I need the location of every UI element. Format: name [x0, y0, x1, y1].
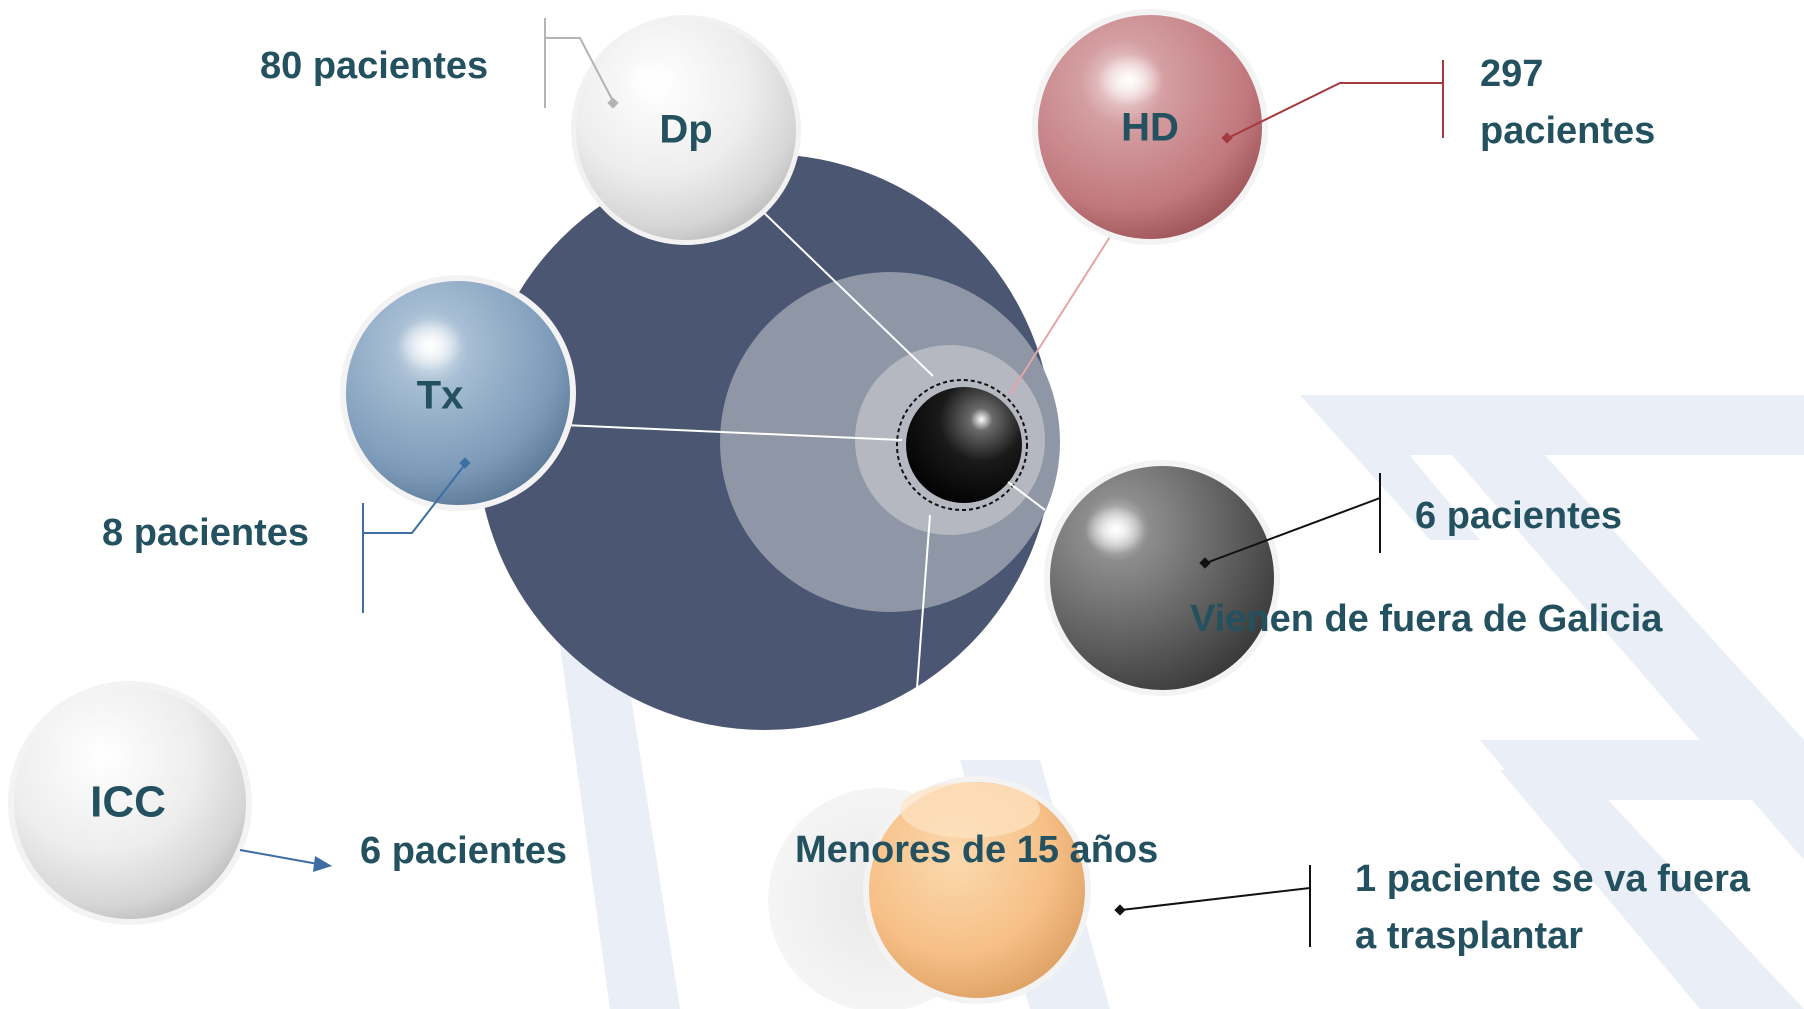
dp-label: Dp	[659, 108, 712, 152]
hd-count-line2: pacientes	[1480, 110, 1655, 152]
hd-callout	[1221, 60, 1444, 144]
gray-sphere	[1044, 460, 1280, 696]
galicia-count-text: 6 pacientes	[1415, 495, 1622, 537]
icc-label: ICC	[90, 778, 166, 827]
orange-sphere	[768, 776, 1091, 1009]
core-black-sphere	[906, 387, 1022, 503]
icc-count-text: 6 pacientes	[360, 830, 567, 872]
core-dashed-ring	[896, 379, 1028, 511]
galicia-callout	[1199, 473, 1381, 569]
tx-label: Tx	[417, 374, 464, 418]
background-watermark	[540, 395, 1804, 1009]
connector-lines	[563, 205, 1114, 689]
dp-sphere: Dp	[571, 15, 801, 245]
hd-count-line1: 297	[1480, 53, 1543, 95]
transplant-line1: 1 paciente se va fuera	[1355, 858, 1751, 900]
dp-count-text: 80 pacientes	[260, 45, 488, 87]
tx-count-text: 8 pacientes	[102, 512, 309, 554]
transplant-callout	[1114, 865, 1311, 947]
galicia-label-text: Vienen de fuera de Galicia	[1190, 598, 1663, 640]
transplant-line2: a trasplantar	[1355, 915, 1583, 957]
minors-label-text: Menores de 15 años	[795, 829, 1158, 871]
icc-sphere: ICC	[8, 681, 252, 925]
tx-callout	[362, 457, 471, 613]
hd-sphere: HD	[1032, 9, 1268, 245]
hd-label: HD	[1121, 106, 1179, 150]
tx-sphere: Tx	[340, 275, 576, 511]
icc-arrow	[239, 849, 332, 872]
